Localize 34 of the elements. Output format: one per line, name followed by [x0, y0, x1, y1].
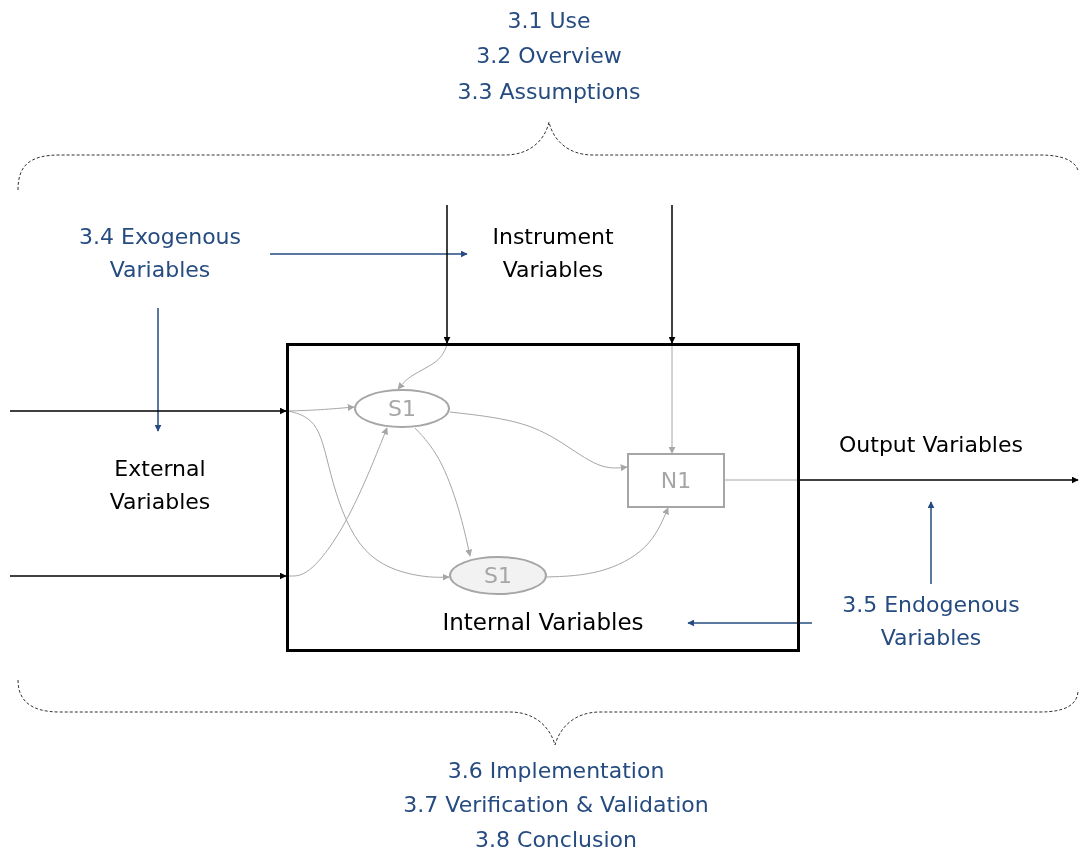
connector-line [724, 479, 800, 481]
box-heading: Internal Variables [441, 609, 645, 635]
arrow [288, 404, 355, 412]
section-label: 3.3 Assumptions [457, 79, 641, 104]
arrow [799, 476, 1079, 484]
state-ellipse: S1 [354, 389, 450, 428]
section-label: 3.8 Conclusion [475, 827, 637, 852]
arrow [443, 204, 451, 344]
section-label: 3.6 Implementation [447, 758, 665, 783]
arrow [154, 307, 162, 432]
arrow [668, 204, 676, 344]
section-label: 3.7 Verification & Validation [403, 792, 709, 817]
arrow [449, 411, 628, 472]
arrow [687, 619, 813, 627]
arrow [9, 572, 287, 580]
arrow [397, 344, 448, 390]
variable-label: 3.4 Exogenous Variables [50, 220, 270, 286]
arrow [288, 427, 388, 577]
variable-label: Instrument Variables [463, 220, 643, 286]
arrow [9, 407, 287, 415]
model-box [286, 343, 800, 652]
arrow [414, 427, 473, 557]
node-box: N1 [627, 453, 725, 508]
variable-label: External Variables [70, 452, 250, 518]
arrow [288, 410, 450, 581]
arrow [269, 250, 468, 258]
arrow [546, 507, 669, 578]
arrow [668, 344, 676, 454]
arrow [927, 501, 935, 585]
state-ellipse: S1 [449, 556, 547, 595]
variable-label: 3.5 Endogenous Variables [806, 588, 1056, 654]
section-label: 3.1 Use [507, 8, 591, 33]
section-label: 3.2 Overview [476, 43, 622, 68]
variable-label: Output Variables [806, 426, 1056, 462]
